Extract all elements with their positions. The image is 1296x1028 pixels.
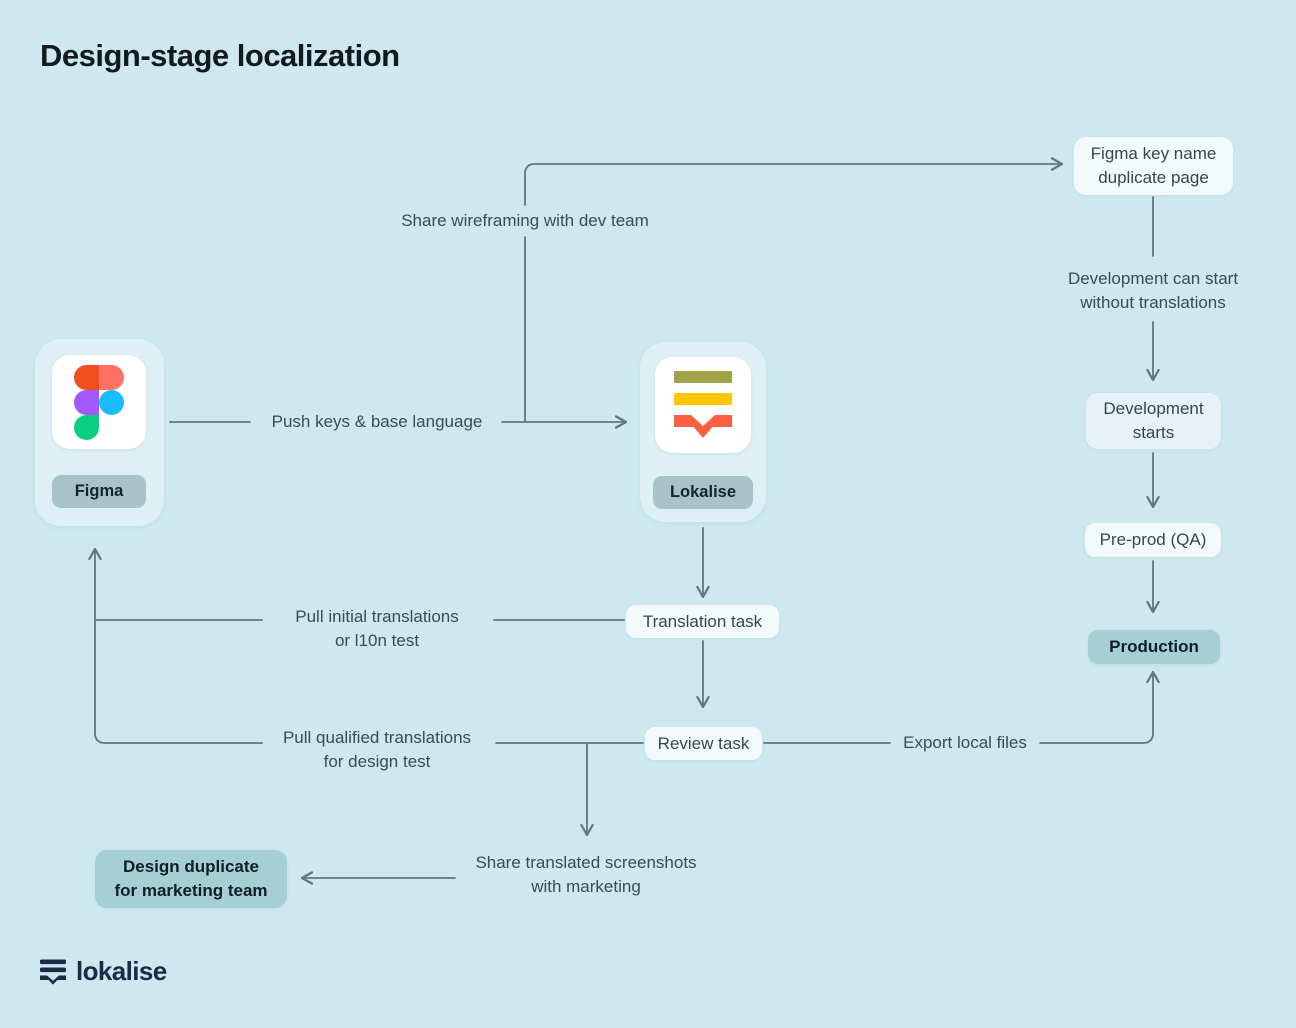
figma-label: Figma [52,475,146,508]
edge-wireframe-top [524,157,1064,206]
label-pull-initial: Pull initial translations or l10n test [295,607,459,650]
label-push-keys: Push keys & base language [271,412,483,431]
node-review-task: Review task [645,727,762,760]
lokalise-tile [655,357,751,453]
lokalise-footer-brand: lokalise [40,956,167,987]
label-share-screenshots: Share translated screenshots with market… [475,853,697,896]
lokalise-label: Lokalise [653,476,753,509]
node-development-starts: Development starts [1086,393,1221,449]
lokalise-wordmark: lokalise [76,956,167,986]
page-title: Design-stage localization [40,38,400,73]
label-share-wireframing: Share wireframing with dev team [401,211,649,230]
label-pull-qualified: Pull qualified translations for design t… [282,728,472,771]
edge-export-elbow [1039,670,1160,744]
label-export-local-files: Export local files [903,733,1027,752]
figma-card: Figma [35,339,164,526]
label-development-can-start: Development can start without translatio… [1067,269,1239,312]
figma-icon [74,365,124,440]
node-design-duplicate: Design duplicate for marketing team [95,850,287,908]
node-figma-key-duplicate-page: Figma key name duplicate page [1074,137,1233,195]
node-preprod-qa: Pre-prod (QA) [1085,523,1221,557]
edge-pull-qualified-elbow [88,547,263,744]
lokalise-icon [674,371,732,439]
node-translation-task: Translation task [626,605,779,638]
lokalise-logo-icon [40,959,66,985]
figma-tile [52,355,146,449]
node-production: Production [1088,630,1220,664]
lokalise-card: Lokalise [640,342,766,522]
